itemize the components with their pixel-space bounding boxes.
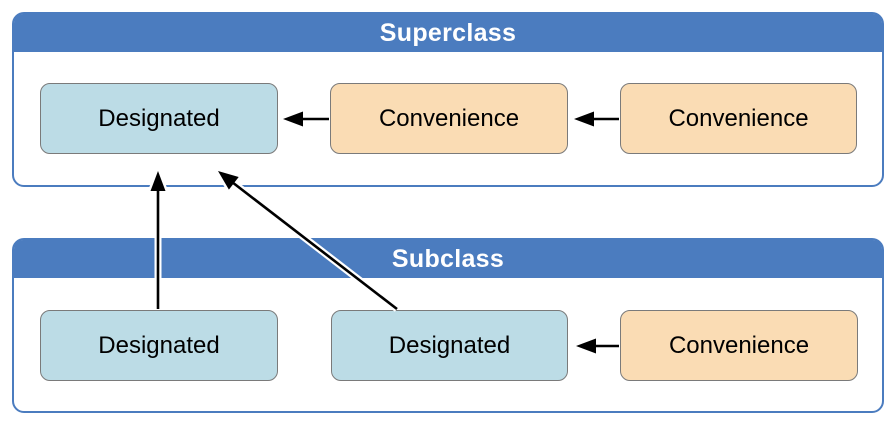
superclass-header: Superclass (14, 14, 882, 52)
superclass-designated-box: Designated (40, 83, 278, 154)
superclass-title: Superclass (379, 18, 517, 47)
subclass-header: Subclass (14, 240, 882, 278)
subclass-convenience-box: Convenience (620, 310, 858, 381)
subclass-designated-box-left: Designated (40, 310, 278, 381)
superclass-convenience-box-2: Convenience (620, 83, 857, 154)
superclass-convenience-box-1: Convenience (330, 83, 568, 154)
subclass-designated-box-middle: Designated (331, 310, 568, 381)
subclass-title: Subclass (391, 244, 505, 273)
